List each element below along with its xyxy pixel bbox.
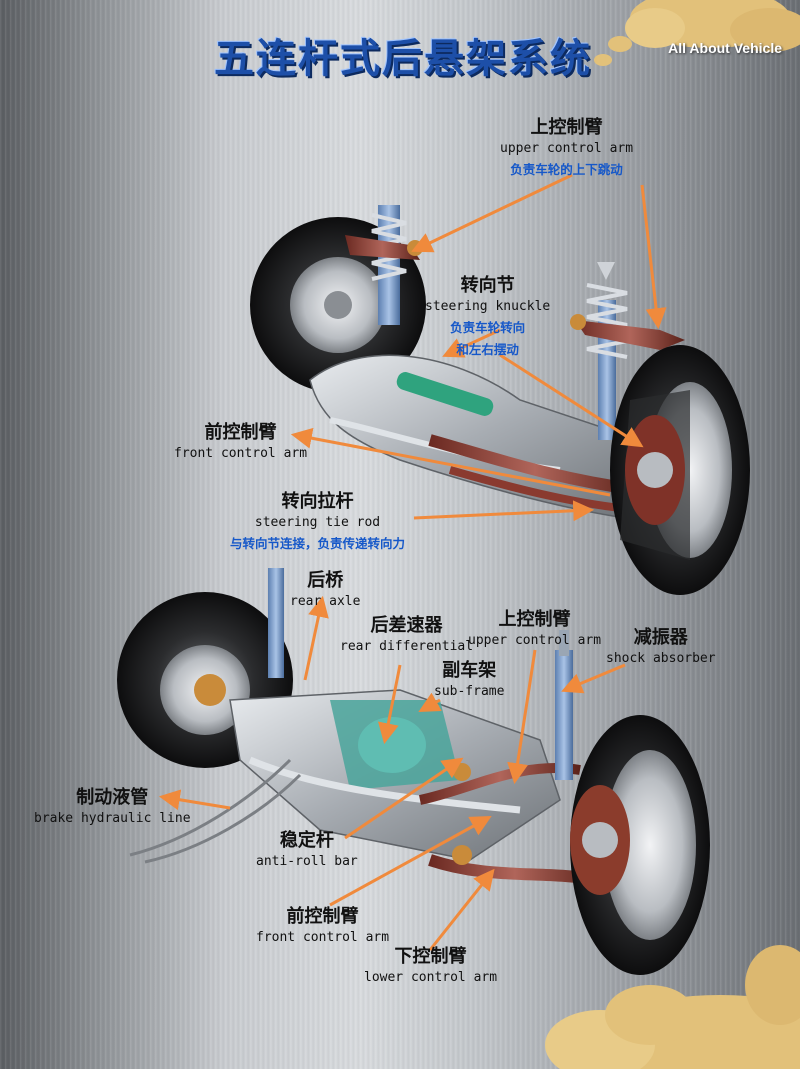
arrow-lower-control-arm — [428, 868, 495, 951]
arrow-sub-frame — [418, 692, 442, 713]
label-steering-knuckle: 转向节 steering knuckle 负责车轮转向 和左右摆动 — [425, 275, 551, 357]
label-front-control-arm-bottom: 前控制臂 front control arm — [256, 906, 390, 945]
arrow-anti-roll-bar — [344, 757, 464, 840]
label-rear-axle: 后桥 rear axle — [290, 570, 361, 609]
label-front-control-arm-top: 前控制臂 front control arm — [174, 422, 308, 461]
label-sub-frame: 副车架 sub-frame — [434, 660, 505, 699]
cloud-decoration-top-right — [594, 0, 800, 66]
label-brake-line: 制动液管 brake hydraulic line — [34, 787, 191, 826]
arrow-upper-control-arm-right — [640, 184, 667, 330]
label-shock-absorber: 减振器 shock absorber — [606, 627, 716, 666]
arrow-steering-knuckle-2 — [442, 328, 501, 358]
brand-watermark: All About Vehicle — [668, 40, 782, 56]
label-upper-control-arm-bottom: 上控制臂 upper control arm — [468, 609, 602, 648]
arrow-front-control-arm-bottom — [329, 815, 492, 907]
arrow-rear-differential — [377, 664, 402, 745]
label-anti-roll-bar: 稳定杆 anti-roll bar — [256, 830, 358, 869]
callout-arrows — [158, 173, 667, 951]
arrow-front-control-arm-top — [290, 427, 611, 497]
arrow-upper-control-arm-left — [411, 173, 573, 253]
lower-right-rim — [604, 750, 696, 940]
arrow-shock-absorber — [561, 663, 626, 694]
arrow-steering-knuckle — [499, 353, 644, 448]
arrow-rear-axle — [303, 595, 329, 681]
label-upper-control-arm-top: 上控制臂 upper control arm 负责车轮的上下跳动 — [500, 117, 634, 177]
label-steering-tie-rod: 转向拉杆 steering tie rod 与转向节连接，负责传递转向力 — [230, 491, 406, 551]
label-lower-control-arm: 下控制臂 lower control arm — [364, 946, 498, 985]
cloud-decoration-bottom-right — [545, 945, 800, 1069]
arrow-upper-control-arm-bottom — [507, 649, 537, 785]
label-rear-differential: 后差速器 rear differential — [340, 615, 474, 654]
arrow-steering-tie-rod — [413, 500, 595, 522]
arrow-brake-line — [158, 789, 231, 811]
page-title: 五连杆式后悬架系统 — [214, 36, 592, 82]
